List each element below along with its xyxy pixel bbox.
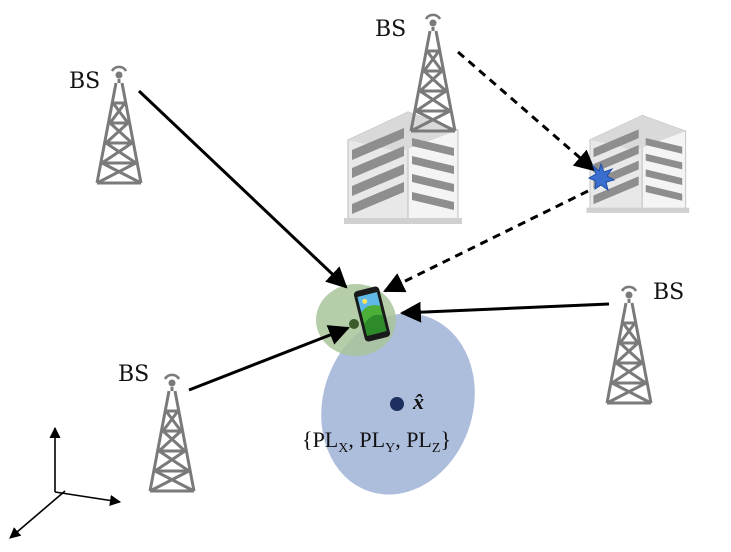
base-station-label: BS xyxy=(375,17,407,42)
base-station-tower-icon xyxy=(409,13,457,133)
base-station-label: BS xyxy=(69,69,101,94)
los-arrow xyxy=(399,301,610,323)
mobile-phone-icon xyxy=(353,286,391,342)
sep: , xyxy=(395,427,407,452)
sub-x: X xyxy=(338,441,349,456)
sub-z: Z xyxy=(431,441,441,456)
pl-z: PL xyxy=(406,427,432,452)
base-station-label: BS xyxy=(118,362,150,387)
pathloss-set-label: {PLX, PLY, PLZ} xyxy=(302,427,451,456)
sep: , xyxy=(348,427,360,452)
brace-open: { xyxy=(302,427,313,452)
base-station-label: BS xyxy=(653,280,685,305)
nlos-arrow xyxy=(457,50,596,172)
building-icon xyxy=(343,111,463,225)
los-arrow xyxy=(137,89,348,289)
los-arrow xyxy=(188,325,350,392)
pl-y: PL xyxy=(359,427,386,452)
base-station-tower-icon xyxy=(148,373,196,493)
base-station-tower-icon xyxy=(95,65,143,185)
brace-close: } xyxy=(440,427,451,452)
estimated-position-dot xyxy=(390,397,404,411)
base-station-tower-icon xyxy=(605,285,653,405)
pl-x: PL xyxy=(312,427,339,452)
true-position-dot xyxy=(349,319,359,329)
coordinate-axes-icon xyxy=(9,426,122,539)
reflection-point-icon xyxy=(587,162,616,192)
sub-y: Y xyxy=(385,441,396,456)
nlos-reflected-arrow xyxy=(383,189,589,293)
estimate-label: x̂ xyxy=(413,389,424,414)
building-icon xyxy=(586,115,690,214)
